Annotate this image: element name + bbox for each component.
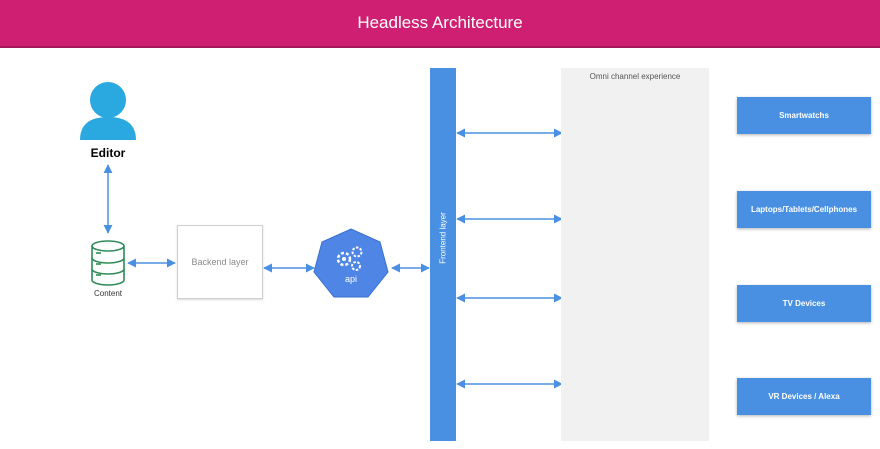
- page-title: Headless Architecture: [357, 13, 523, 32]
- smartwatches-box: Smartwatchs: [737, 97, 871, 134]
- laptops-tablets-cellphones-box: Laptops/Tablets/Cellphones: [737, 191, 871, 228]
- database-icon: [91, 240, 125, 286]
- vr-alexa-box: VR Devices / Alexa: [737, 378, 871, 415]
- frontend-layer-bar: [430, 68, 456, 441]
- editor-user-icon: [80, 82, 136, 140]
- omni-channel-title: Omni channel experience: [589, 72, 681, 81]
- backend-layer-label: Backend layer: [191, 257, 249, 267]
- backend-layer-box: Backend layer: [177, 225, 263, 299]
- title-banner: Headless Architecture: [0, 0, 880, 48]
- api-label: api: [344, 274, 357, 284]
- api-icon: [313, 228, 389, 298]
- editor-label: Editor: [90, 146, 126, 160]
- tv-devices-box: TV Devices: [737, 285, 871, 322]
- frontend-layer-label: Frontend layer: [438, 212, 448, 264]
- omni-channel-panel: [561, 68, 709, 441]
- content-label: Content: [93, 289, 123, 298]
